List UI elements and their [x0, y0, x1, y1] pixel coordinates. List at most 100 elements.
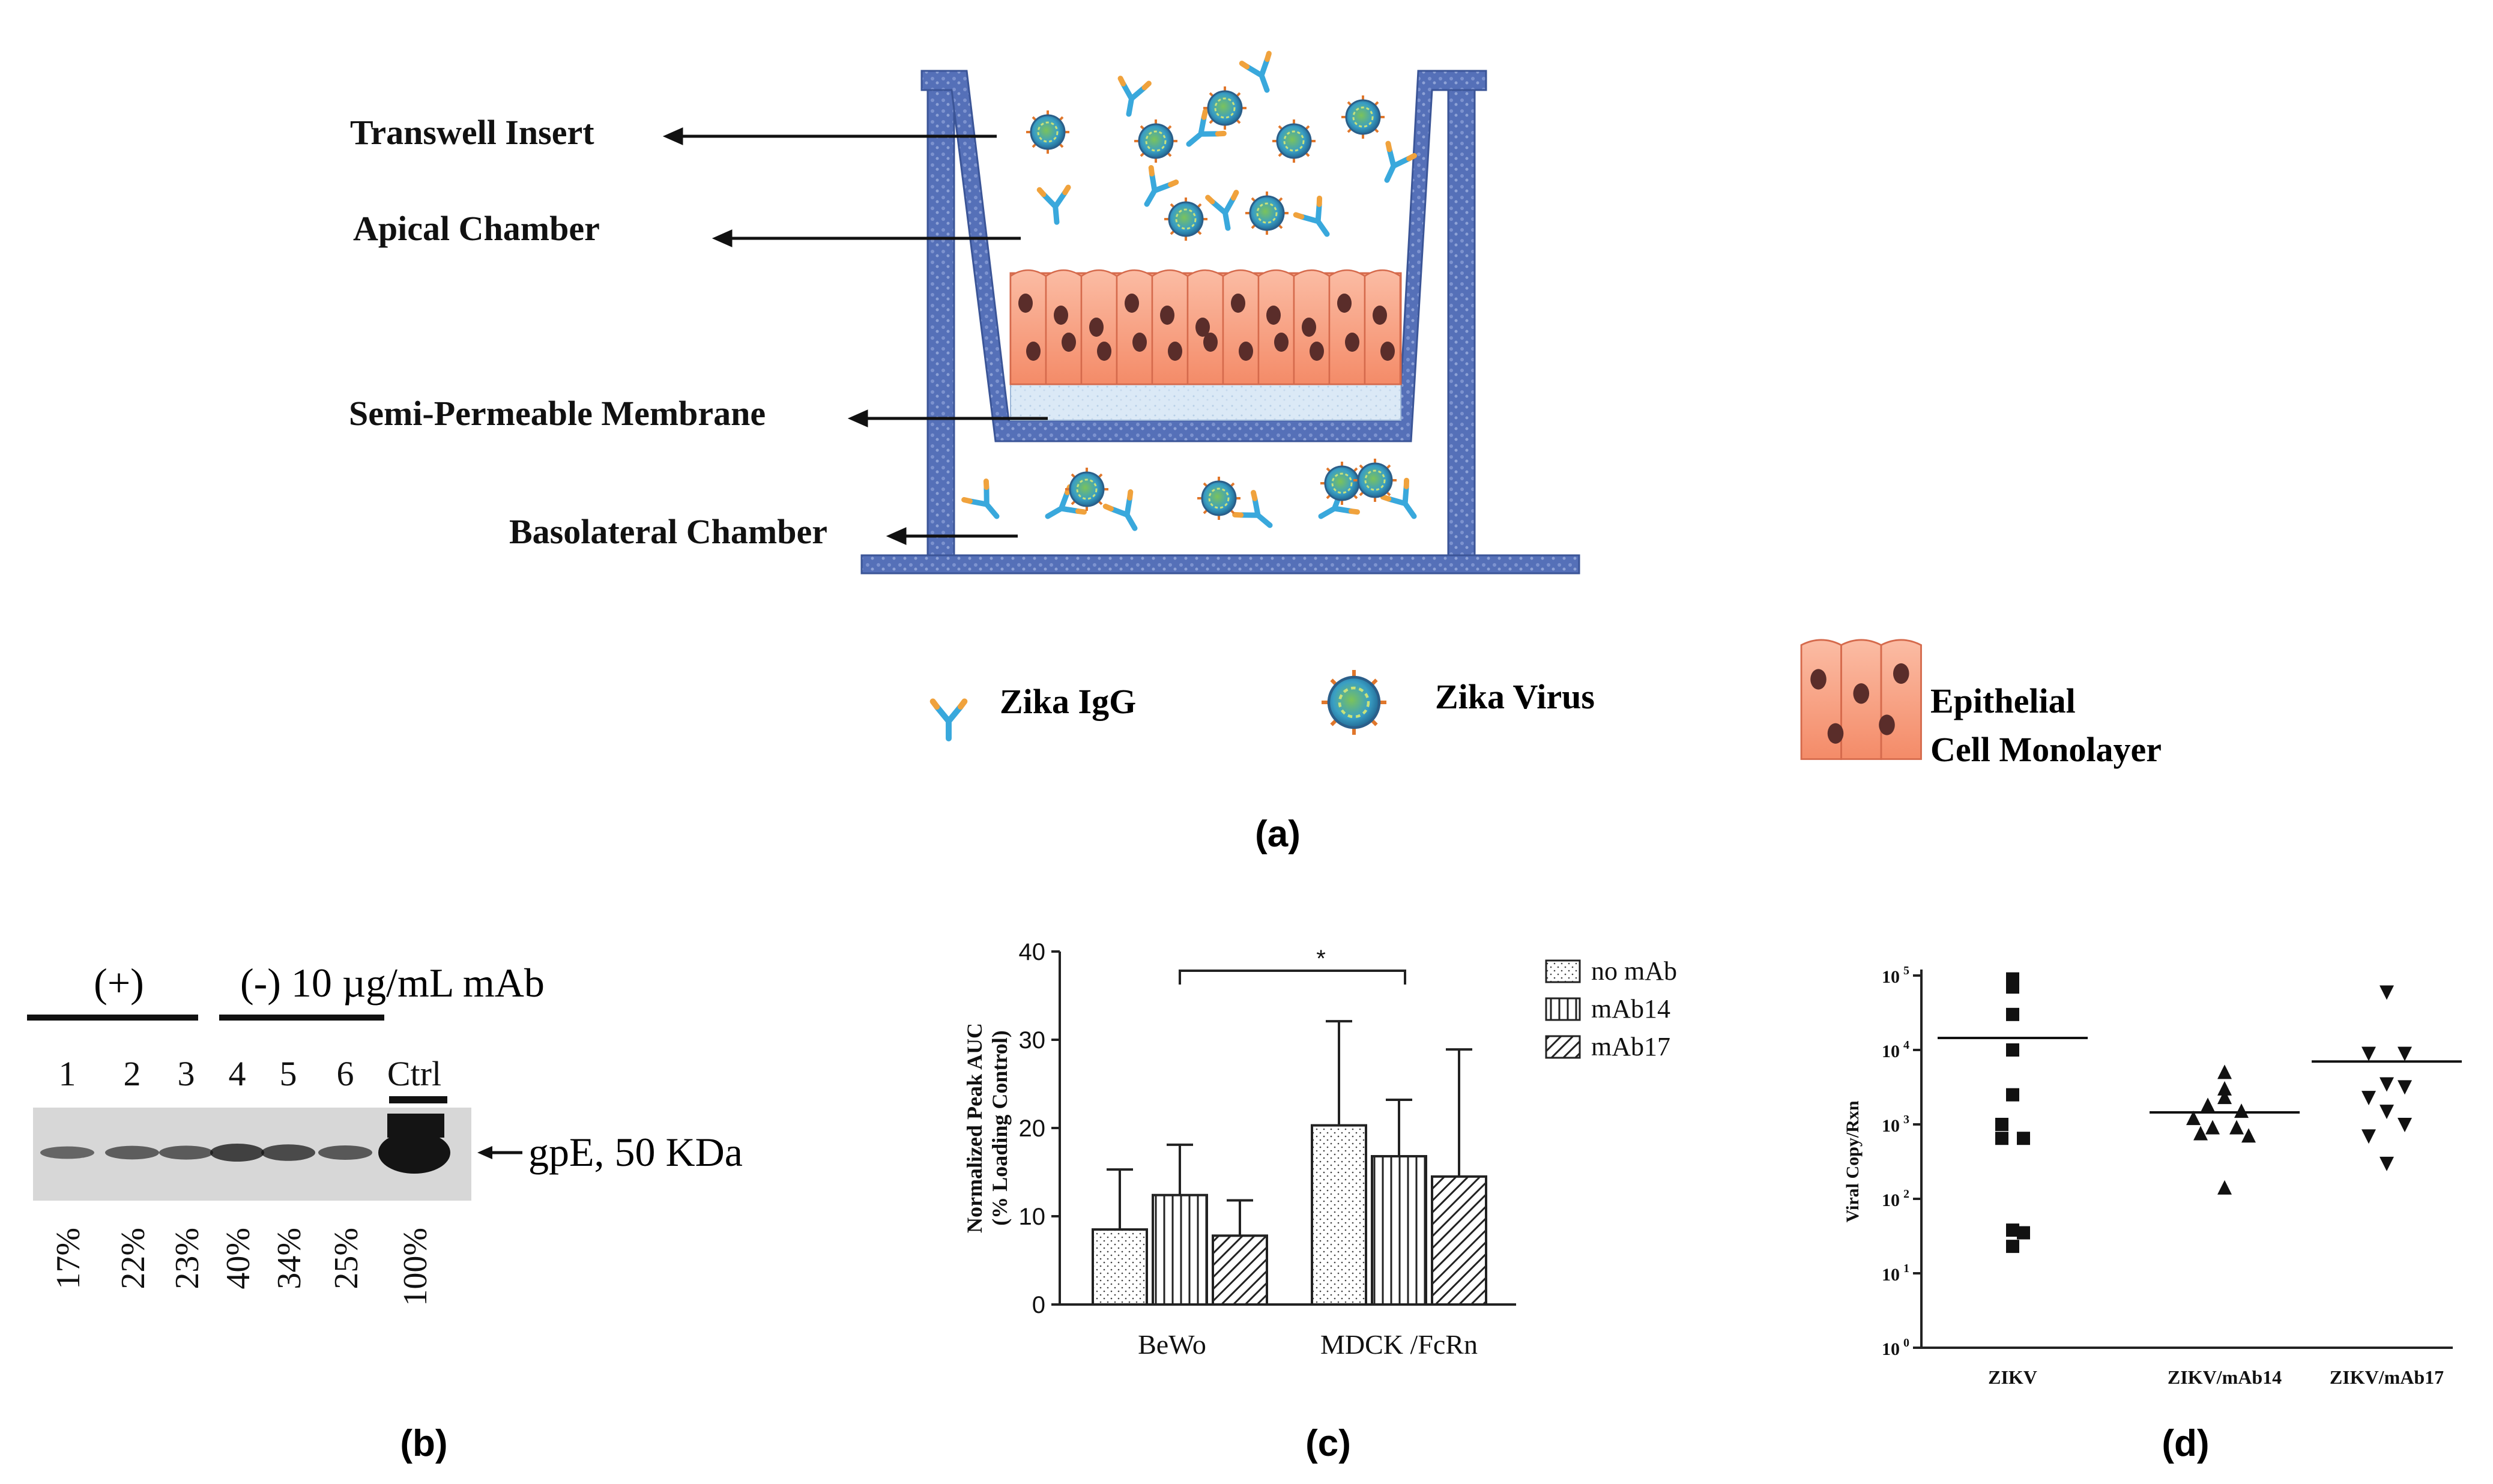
y-tick-exponent: 0 [1903, 1336, 1909, 1350]
band-percent: 25% [328, 1228, 365, 1289]
band-percent: 22% [115, 1228, 152, 1289]
data-point-triangle-up [2241, 1128, 2256, 1143]
data-point-square [2006, 1223, 2019, 1237]
legend-swatch [1545, 997, 1581, 1021]
panel-a-legend: Zika IgG Zika Virus Epithelial Cell Mono… [933, 639, 2162, 769]
data-point-triangle-down [2398, 1080, 2412, 1095]
epithelial-cell [1009, 269, 1047, 385]
y-tick-label: 10 [1882, 1265, 1900, 1285]
cell-nucleus [1125, 294, 1139, 313]
cell-nucleus [1026, 342, 1041, 361]
transwell-insert [920, 70, 1487, 442]
y-axis-label: Viral Copy/Rxn [1843, 1100, 1863, 1222]
data-point-triangle-down [2380, 985, 2394, 1000]
y-tick-label: 10 [1882, 1339, 1900, 1359]
apical-particles [1025, 53, 1414, 243]
label-group-negative: (-) 10 µg/mL mAb [240, 960, 545, 1006]
data-point-triangle-up [2205, 1120, 2220, 1135]
label-arrows [662, 127, 1048, 545]
band-percent: 40% [220, 1228, 257, 1289]
cell-nucleus [1380, 342, 1395, 361]
data-point-square [1995, 1132, 2008, 1145]
blot-band [40, 1146, 94, 1159]
semi-permeable-membrane [1010, 384, 1401, 421]
band-percent: 17% [50, 1228, 87, 1289]
epithelial-cell [1328, 269, 1366, 385]
bar-mAb14 [1371, 1155, 1427, 1306]
label-group-positive: (+) [94, 960, 144, 1006]
epithelial-cell-icon [1800, 639, 1922, 760]
data-point-triangle-down [2398, 1118, 2412, 1132]
data-point-triangle-down [2398, 1046, 2412, 1061]
blot-band [159, 1145, 213, 1160]
cell-nucleus [1310, 342, 1324, 361]
data-point-triangle-down [2380, 1105, 2394, 1120]
blot-band [387, 1114, 444, 1138]
lane-label: Ctrl [387, 1054, 441, 1093]
x-category-label: ZIKV/mAb17 [2330, 1366, 2444, 1388]
caption-b: (b) [400, 1423, 447, 1464]
data-point-square [2006, 980, 2019, 994]
band-percent: 100% [397, 1228, 434, 1306]
well-right-wall [1447, 74, 1476, 556]
data-point-triangle-up [2229, 1120, 2244, 1135]
cell-nucleus [1097, 342, 1111, 361]
data-point-triangle-up [2217, 1064, 2232, 1079]
y-tick-label: 10 [1882, 967, 1900, 987]
data-point-square [1995, 1118, 2008, 1131]
cell-nucleus [1132, 333, 1147, 352]
legend-epithelial-2: Cell Monolayer [1930, 730, 2162, 769]
legend-label: mAb14 [1591, 994, 1670, 1024]
data-point-triangle-up [2234, 1103, 2249, 1118]
y-tick-label: 10 [1882, 1042, 1900, 1061]
bar-mAb14 [1152, 1193, 1208, 1306]
legend-swatch [1545, 959, 1581, 983]
cell-nucleus [1274, 333, 1289, 352]
blot-band [261, 1144, 315, 1161]
bar-mAb17 [1212, 1234, 1268, 1306]
y-tick-label: 10 [1882, 1116, 1900, 1136]
data-point-triangle-down [2380, 1077, 2394, 1092]
cell-nucleus [1337, 294, 1352, 313]
legend-zika-igg: Zika IgG [1000, 682, 1136, 721]
label-apical-chamber: Apical Chamber [353, 209, 600, 248]
zika-virus-icon [1322, 670, 1386, 735]
y-tick-label: 10 [1019, 1204, 1046, 1230]
bar-mAb17 [1431, 1175, 1487, 1306]
lane-label: 4 [229, 1054, 246, 1093]
bar-no-mAb [1092, 1228, 1148, 1306]
blot-band [210, 1144, 264, 1162]
x-category-label: BeWo [1138, 1329, 1206, 1360]
y-tick-exponent: 5 [1903, 964, 1909, 977]
basolateral-particles [964, 457, 1426, 536]
y-tick-exponent: 4 [1903, 1039, 1909, 1052]
cell-nucleus [1239, 342, 1253, 361]
epithelial-cell [1364, 269, 1401, 385]
cell-nucleus [1160, 306, 1174, 325]
x-category-label: MDCK /FcRn [1320, 1329, 1478, 1360]
well-bottom [860, 554, 1580, 575]
data-point-square [2006, 1088, 2019, 1102]
lane-label: 6 [337, 1054, 354, 1093]
y-tick-label: 20 [1019, 1115, 1046, 1142]
lane-label: 2 [124, 1054, 141, 1093]
legend-zika-virus: Zika Virus [1435, 677, 1595, 716]
data-point-triangle-up [2217, 1090, 2232, 1105]
bar-no-mAb [1311, 1124, 1367, 1306]
epithelial-cell [1045, 269, 1083, 385]
data-point-square [2006, 1007, 2019, 1021]
legend-swatch [1545, 1035, 1581, 1059]
x-category-label: ZIKV/mAb14 [2168, 1366, 2282, 1388]
data-point-square [2017, 1132, 2030, 1145]
y-tick-label: 40 [1019, 939, 1046, 965]
data-point-triangle-up [2193, 1126, 2208, 1141]
blot-bands [40, 1114, 450, 1174]
blot-band [318, 1145, 372, 1160]
caption-d: (d) [2162, 1423, 2209, 1464]
significance-star: * [1316, 946, 1326, 972]
lane-label: 3 [178, 1054, 195, 1093]
data-point-triangle-down [2362, 1091, 2376, 1106]
cell-nucleus [1373, 306, 1387, 325]
